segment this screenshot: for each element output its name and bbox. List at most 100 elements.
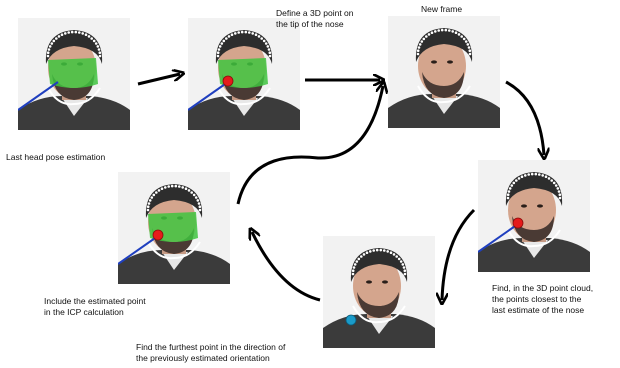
cap-dot [230,33,234,36]
cap-dot [164,186,167,189]
arrow-p6-to-p3 [236,86,383,205]
cap-dot [416,52,420,56]
cap-dot [196,199,200,202]
cap-strap [147,241,201,260]
cap-dot [558,196,562,200]
eeg-cap [215,30,273,64]
cap-dot [81,32,84,35]
cap-dot [515,179,518,182]
cap-dot [397,257,401,261]
cap-dot [510,184,514,187]
cap-dot [178,185,181,188]
cap-dot [260,37,263,40]
cap-dot [266,45,270,48]
cap-dot [524,174,527,177]
eeg-cap [45,30,103,64]
cap-dot [46,51,50,54]
head-render [188,18,300,130]
cap-dot [194,196,198,199]
cap-dot [57,35,61,38]
eye-left [521,204,527,208]
eeg-cap [145,184,203,218]
orientation-line [478,223,519,253]
cap-dot [216,51,220,54]
head-render [323,236,435,348]
caption-line: Find the furthest point in the direction… [136,342,286,352]
cap-dot [403,272,407,276]
cap-dot [157,189,161,192]
cap-dot [372,249,375,252]
beard [152,228,194,254]
cap-dot [448,29,451,32]
cap-dot [464,40,468,43]
cap-dot [167,185,170,188]
cap-dot [268,54,272,58]
head-render [18,18,130,130]
cap-dot [46,54,50,58]
cap-dot [383,249,386,252]
cap-dot [216,54,220,58]
cap-dot [150,196,154,199]
eeg-cap [415,28,473,62]
cap-dot [248,31,251,34]
cap-dot [146,205,150,208]
cap-strap [352,305,406,324]
cap-dot [454,31,458,34]
cap-dot [379,248,383,252]
eye-right [382,280,388,284]
cap-dot [399,260,403,263]
cap-dot [174,184,178,188]
cap-dot [352,266,356,269]
cap-dot [160,187,164,190]
cap-dot [550,179,553,182]
cap-strap [47,87,101,106]
orientation-line [188,81,229,111]
cap-dot [198,208,202,212]
nose-point-marker [222,75,234,87]
cap-dot [78,31,81,34]
caption-last-head-pose: Last head pose estimation [6,152,106,162]
cap-dot [422,37,426,41]
eye-left [366,280,372,284]
caption-line: in the ICP calculation [44,307,124,317]
cap-dot [512,181,516,185]
caption-line: the tip of the nose [276,19,344,29]
caption-new-frame: New frame [421,4,463,14]
cap-dot [184,187,188,190]
cap-dot [451,30,454,33]
cap-dot [444,28,448,32]
cap-dot [392,253,396,256]
cap-dot [198,205,202,208]
beard [512,216,554,242]
cap-dot [506,193,510,196]
cap-dot [94,42,98,45]
face [418,36,466,96]
cap-strap [217,87,271,106]
cap-dot [98,54,102,58]
cap-dot [70,30,74,34]
cap-dot [534,172,538,176]
cap-dot [386,250,389,253]
cap-dot [417,46,421,49]
head-render [118,172,230,284]
cap-dot [190,191,193,194]
cap-dot [225,37,228,40]
cap-dot [506,196,510,200]
cap-dot [457,33,461,36]
cap-dot [50,42,54,45]
cap-dot [538,173,541,176]
nose-point-marker [152,229,164,241]
eye-left [431,60,437,64]
cap-dot [351,272,355,276]
cap-dot [557,190,561,193]
cap-dot [520,175,524,178]
cap-dot [552,181,556,185]
cap-dot [425,35,428,38]
panel-new-frame [388,16,500,128]
cap-dot [403,269,407,272]
cap-dot [254,33,258,36]
cap-dot [467,46,471,49]
caption-line: Find, in the 3D point cloud, [492,283,594,293]
cap-dot [530,172,534,176]
